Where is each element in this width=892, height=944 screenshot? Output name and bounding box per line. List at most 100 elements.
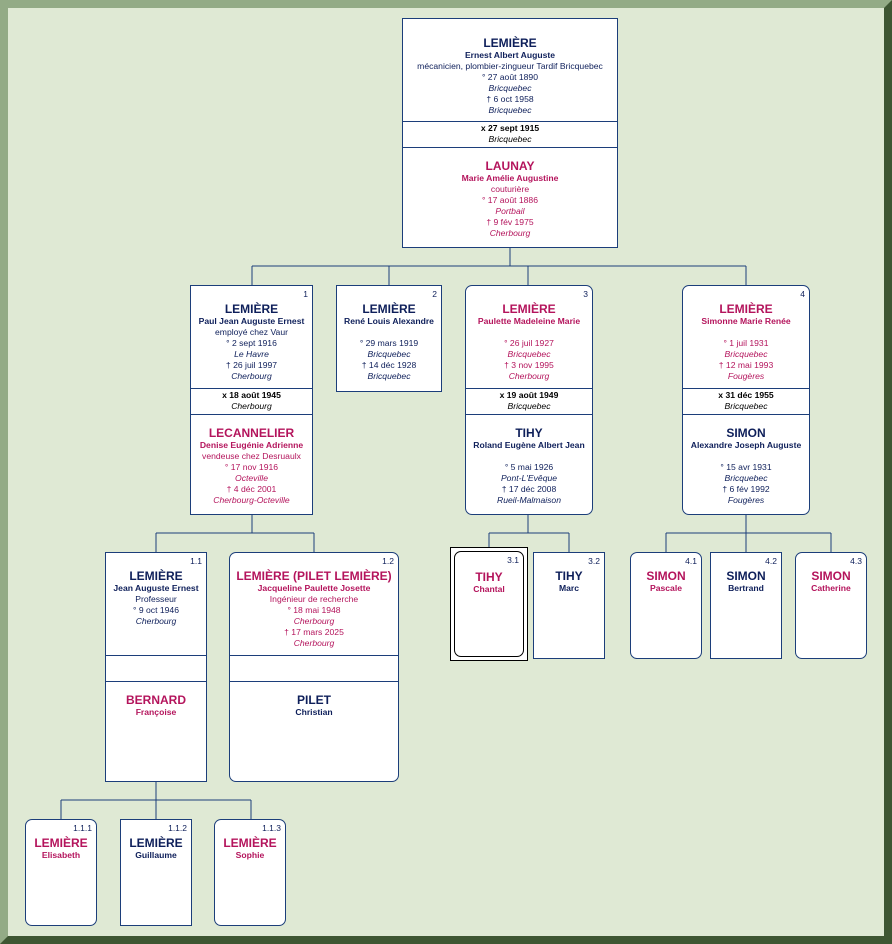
child-3-couple-box[interactable]: 3 LEMIÈRE Paulette Madeleine Marie ° 26 … <box>465 285 593 515</box>
child-4-spouse: SIMON Alexandre Joseph Auguste ° 15 avr … <box>683 426 809 506</box>
person-number: 1.1.2 <box>168 823 187 833</box>
grandchild-4-3-box[interactable]: 4.3 SIMON Catherine <box>795 552 867 659</box>
person-number: 1.1.1 <box>73 823 92 833</box>
person-surname: LEMIÈRE <box>483 36 537 50</box>
death-date: † 14 déc 1928 <box>361 360 417 370</box>
grandchild-1-1-couple-box[interactable]: 1.1 LEMIÈRE Jean Auguste Ernest Professe… <box>105 552 207 782</box>
child-1-spouse: LECANNELIER Denise Eugénie Adrienne vend… <box>191 426 312 506</box>
divider <box>683 414 809 415</box>
root-couple-box[interactable]: LEMIÈRE Ernest Albert Auguste mécanicien… <box>402 18 618 248</box>
great-grandchild-1-1-1-box[interactable]: 1.1.1 LEMIÈRE Elisabeth <box>25 819 97 926</box>
child-4-couple-box[interactable]: 4 LEMIÈRE Simonne Marie Renée ° 1 juil 1… <box>682 285 810 515</box>
great-grandchild-1-1-2-person: LEMIÈRE Guillaume <box>121 836 191 861</box>
grandchild-3-1-inner: 3.1 TIHY Chantal <box>454 551 524 657</box>
person-given-names: Pascale <box>649 583 683 593</box>
spacer <box>683 451 809 462</box>
birth-date: ° 5 mai 1926 <box>504 462 554 472</box>
person-number: 1.1 <box>190 556 202 566</box>
birth-place: Bricquebec <box>507 349 551 359</box>
death-place: Bricquebec <box>367 371 411 381</box>
spacer <box>466 451 592 462</box>
birth-place: Bricquebec <box>367 349 411 359</box>
marriage-date: x 18 août 1945 <box>222 390 281 400</box>
birth-place: Cherbourg <box>293 616 335 626</box>
root-wife: LAUNAY Marie Amélie Augustine couturière… <box>403 159 617 239</box>
death-date: † 17 déc 2008 <box>501 484 557 494</box>
marriage-place: Cherbourg <box>231 401 272 411</box>
person-surname: LEMIÈRE <box>223 836 277 850</box>
person-surname: LEMIÈRE <box>129 569 183 583</box>
person-surname: SIMON <box>646 569 686 583</box>
person-surname: BERNARD <box>126 693 186 707</box>
death-date: † 6 oct 1958 <box>486 94 534 104</box>
birth-date: ° 1 juil 1931 <box>723 338 769 348</box>
grandchild-3-2-person: TIHY Marc <box>534 569 604 594</box>
person-given-names: Elisabeth <box>41 850 81 860</box>
person-number: 2 <box>432 289 437 299</box>
child-3-marriage: x 19 août 1949 Bricquebec <box>466 390 592 412</box>
divider <box>230 655 398 656</box>
person-surname: LECANNELIER <box>208 426 295 440</box>
person-surname: LEMIÈRE (PILET LEMIÈRE) <box>236 569 392 583</box>
grandchild-1-2-couple-box[interactable]: 1.2 LEMIÈRE (PILET LEMIÈRE) Jacqueline P… <box>229 552 399 782</box>
birth-place: Cherbourg <box>135 616 177 626</box>
great-grandchild-1-1-2-box[interactable]: 1.1.2 LEMIÈRE Guillaume <box>120 819 192 926</box>
person-number: 4 <box>800 289 805 299</box>
birth-place: Octeville <box>235 473 268 483</box>
child-4-marriage: x 31 déc 1955 Bricquebec <box>683 390 809 412</box>
person-given-names: Françoise <box>135 707 177 717</box>
person-given-names: Guillaume <box>135 850 177 860</box>
birth-date: ° 26 juil 1927 <box>504 338 554 348</box>
person-occupation: Ingénieur de recherche <box>269 594 359 604</box>
birth-place: Pont-L'Evêque <box>500 473 558 483</box>
person-given-names: Bertrand <box>728 583 764 593</box>
person-given-names: Marc <box>558 583 580 593</box>
marriage-place: Bricquebec <box>488 134 532 144</box>
birth-place: Portbail <box>495 206 525 216</box>
death-place: Fougères <box>727 371 765 381</box>
person-surname: SIMON <box>811 569 851 583</box>
grandchild-4-2-box[interactable]: 4.2 SIMON Bertrand <box>710 552 782 659</box>
birth-date: ° 15 avr 1931 <box>720 462 772 472</box>
marriage-date: x 19 août 1949 <box>499 390 559 400</box>
grandchild-1-1-spouse: BERNARD Françoise <box>106 693 206 718</box>
person-surname: PILET <box>296 693 331 707</box>
root-marriage: x 27 sept 1915 Bricquebec <box>403 123 617 145</box>
child-1-couple-box[interactable]: 1 LEMIÈRE Paul Jean Auguste Ernest emplo… <box>190 285 313 515</box>
person-given-names: Marie Amélie Augustine <box>461 173 559 183</box>
grandchild-4-3-person: SIMON Catherine <box>796 569 866 594</box>
death-place: Cherbourg-Octeville <box>213 495 290 505</box>
grandchild-3-1-box[interactable]: 3.1 TIHY Chantal <box>450 547 528 661</box>
child-2-box[interactable]: 2 LEMIÈRE René Louis Alexandre ° 29 mars… <box>336 285 442 392</box>
divider <box>106 681 206 682</box>
person-number: 4.2 <box>765 556 777 566</box>
person-surname: LEMIÈRE <box>502 302 556 316</box>
birth-date: ° 27 août 1890 <box>481 72 538 82</box>
person-surname: LEMIÈRE <box>224 302 279 316</box>
grandchild-3-1-person: TIHY Chantal <box>455 570 523 595</box>
birth-date: ° 17 août 1886 <box>481 195 538 205</box>
great-grandchild-1-1-3-box[interactable]: 1.1.3 LEMIÈRE Sophie <box>214 819 286 926</box>
person-occupation: employé chez Vaur <box>215 327 288 337</box>
person-occupation: couturière <box>490 184 530 194</box>
birth-date: ° 2 sept 1916 <box>226 338 277 348</box>
great-grandchild-1-1-1-person: LEMIÈRE Elisabeth <box>26 836 96 861</box>
grandchild-3-2-box[interactable]: 3.2 TIHY Marc <box>533 552 605 659</box>
death-date: † 3 nov 1995 <box>504 360 554 370</box>
person-given-names: Catherine <box>811 583 851 593</box>
person-number: 3 <box>583 289 588 299</box>
birth-date: ° 18 mai 1948 <box>287 605 341 615</box>
person-given-names: Denise Eugénie Adrienne <box>199 440 304 450</box>
person-surname: LAUNAY <box>485 159 535 173</box>
spacer <box>683 327 809 338</box>
grandchild-4-1-box[interactable]: 4.1 SIMON Pascale <box>630 552 702 659</box>
grandchild-4-1-person: SIMON Pascale <box>631 569 701 594</box>
person-surname: LEMIÈRE <box>129 836 183 850</box>
person-occupation: vendeuse chez Desruaulx <box>202 451 301 461</box>
person-number: 4.1 <box>685 556 697 566</box>
death-date: † 9 fév 1975 <box>486 217 534 227</box>
death-place: Bricquebec <box>488 105 532 115</box>
person-surname: LEMIÈRE <box>719 302 773 316</box>
child-1-person: LEMIÈRE Paul Jean Auguste Ernest employé… <box>191 302 312 382</box>
child-3-person: LEMIÈRE Paulette Madeleine Marie ° 26 ju… <box>466 302 592 382</box>
